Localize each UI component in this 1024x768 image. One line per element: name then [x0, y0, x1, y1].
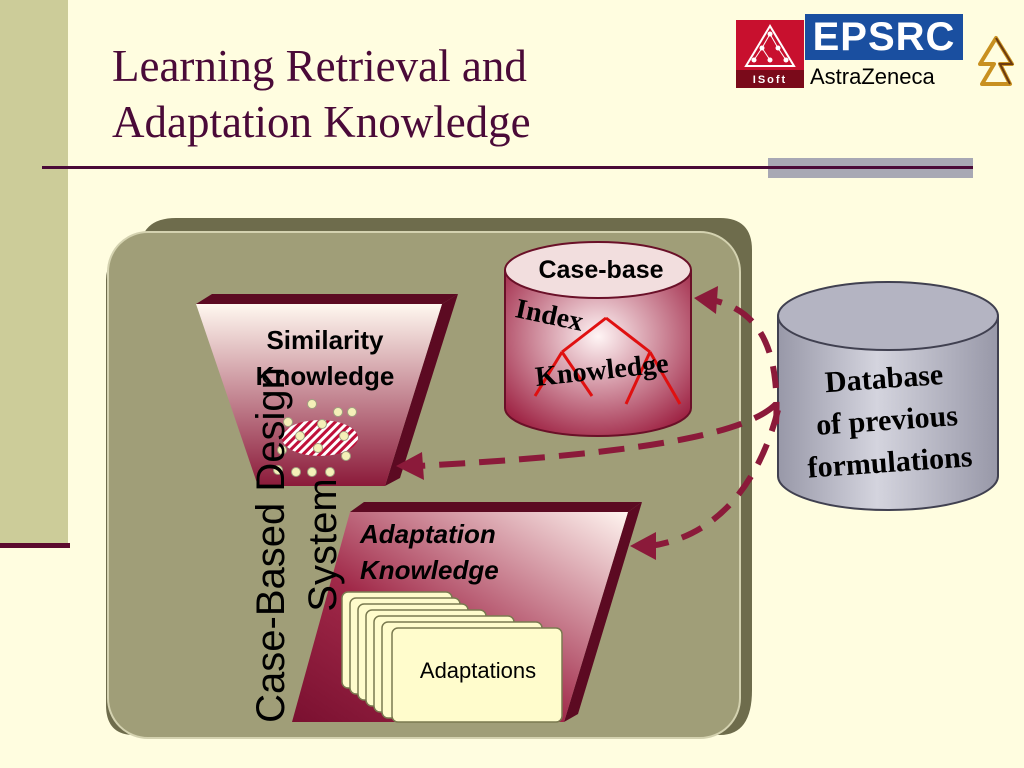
index-tree-icon: [533, 316, 682, 405]
epsrc-logo: EPSRC: [805, 14, 963, 60]
adaptations-label: Adaptations: [419, 658, 537, 683]
similarity-knowledge-label: Similarity Knowledge: [220, 322, 430, 394]
arrow-database-to-adaptation: [630, 409, 781, 560]
case-base-cylinder: [504, 241, 692, 437]
case-base-label: Case-base: [538, 256, 664, 284]
similarity-cluster: [273, 399, 358, 477]
system-label: Case-Based Design System: [245, 335, 375, 755]
isoft-logo-text: ISoft: [752, 74, 788, 86]
sidebar-accent-line: [0, 543, 70, 548]
database-cylinder: [777, 281, 999, 511]
adaptation-knowledge-label: Adaptation Knowledge: [360, 516, 560, 588]
astrazeneca-symbol-icon: [978, 36, 1014, 86]
adaptation-label-line-2: Knowledge: [360, 555, 499, 585]
adaptation-label-line-1: Adaptation: [360, 519, 496, 549]
astrazeneca-logo-text: AstraZeneca: [810, 64, 935, 89]
title-line-2: Adaptation Knowledge: [112, 97, 531, 147]
database-label: Database of previous formulations: [778, 351, 996, 491]
isoft-triangle-icon: [736, 24, 804, 88]
adaptation-cards: [341, 591, 563, 723]
title-line-1: Learning Retrieval and: [112, 41, 527, 91]
isoft-logo: ISoft: [736, 20, 804, 88]
system-label-line-1: Case-Based Design: [249, 367, 293, 723]
similarity-label-line-1: Similarity: [266, 325, 384, 355]
left-sidebar-bar: [0, 0, 68, 548]
slide-title: Learning Retrieval and Adaptation Knowle…: [112, 38, 531, 150]
system-label-line-2: System: [301, 478, 345, 612]
similarity-label-line-2: Knowledge: [255, 361, 395, 391]
similarity-knowledge-funnel: [196, 294, 458, 486]
arrow-database-to-casebase: [694, 286, 780, 425]
title-rule: [42, 166, 970, 169]
arrow-database-to-similarity: [396, 401, 779, 480]
